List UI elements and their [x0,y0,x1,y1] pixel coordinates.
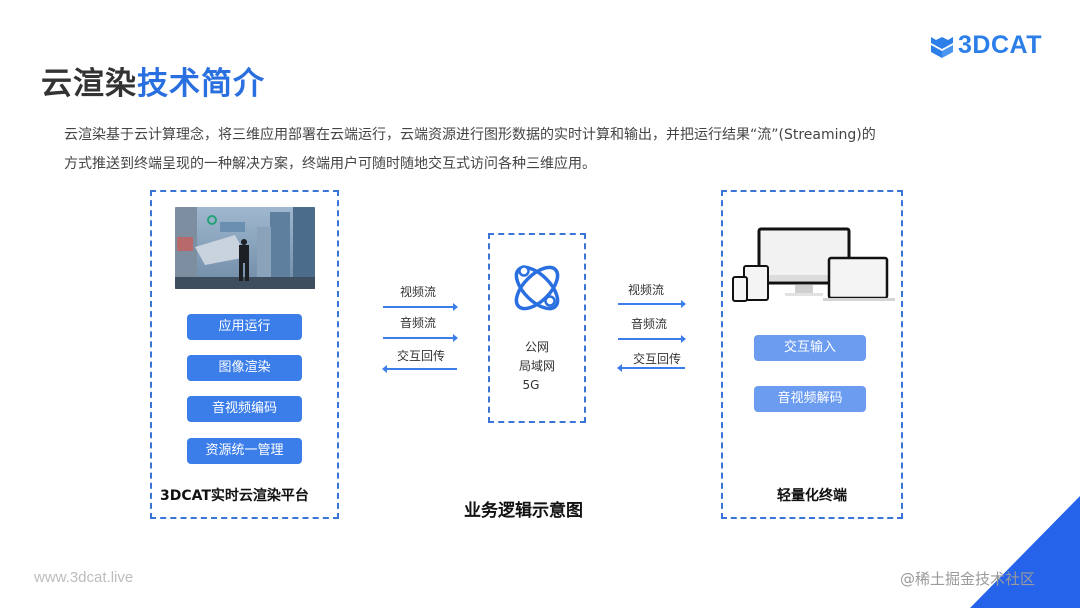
resource-manage-button: 资源统一管理 [187,438,302,464]
game-screenshot [175,207,315,289]
network-lan: 局域网 [518,359,555,373]
logo-text: 3DCAT [958,31,1042,59]
network-5g: 5G [522,378,540,392]
title-dark-part: 云渲染 [41,66,137,102]
right-flow-label-video: 视频流 [628,283,665,297]
left-arrow-audio [383,334,458,342]
terminal-box [721,190,903,519]
left-flow-label-video: 视频流 [400,285,437,299]
watermark: @稀土掘金技术社区 [900,570,1036,588]
right-flow-label-audio: 音频流 [631,317,668,331]
right-arrow-interaction [617,364,685,372]
slide-title: 云渲染技术简介 [41,58,265,103]
terminal-caption: 轻量化终端 [777,488,847,504]
title-blue-part: 技术简介 [137,66,265,102]
interaction-input-button: 交互输入 [754,335,866,361]
atom-icon [514,265,560,311]
left-arrow-video [383,303,458,311]
footer-url: www.3dcat.live [34,569,134,586]
cube-logo-icon [931,36,953,58]
left-flow-label-audio: 音频流 [400,316,437,330]
av-decode-button: 音视频解码 [754,386,866,412]
right-arrow-audio [618,335,686,343]
brand-logo: 3DCAT [929,31,1042,60]
description-line-2: 方式推送到终端呈现的一种解决方案，终端用户可随时随地交互式访问各种三维应用。 [64,156,596,172]
description-line-1: 云渲染基于云计算理念，将三维应用部署在云端运行，云端资源进行图形数据的实时计算和… [64,127,876,143]
right-arrow-video [618,300,686,308]
platform-box [150,190,339,519]
corner-triangle [970,496,1080,608]
left-flow-label-interaction: 交互回传 [397,349,446,363]
network-box [488,233,586,423]
right-flow-label-interaction: 交互回传 [633,352,682,366]
network-public: 公网 [524,340,549,354]
image-render-button: 图像渲染 [187,355,302,381]
devices-image [732,227,895,302]
description: 云渲染基于云计算理念，将三维应用部署在云端运行，云端资源进行图形数据的实时计算和… [64,121,1004,179]
diagram-caption: 业务逻辑示意图 [464,501,583,521]
av-encode-button: 音视频编码 [187,396,302,422]
left-arrow-interaction [382,365,457,373]
app-run-button: 应用运行 [187,314,302,340]
platform-caption: 3DCAT实时云渲染平台 [160,488,309,504]
